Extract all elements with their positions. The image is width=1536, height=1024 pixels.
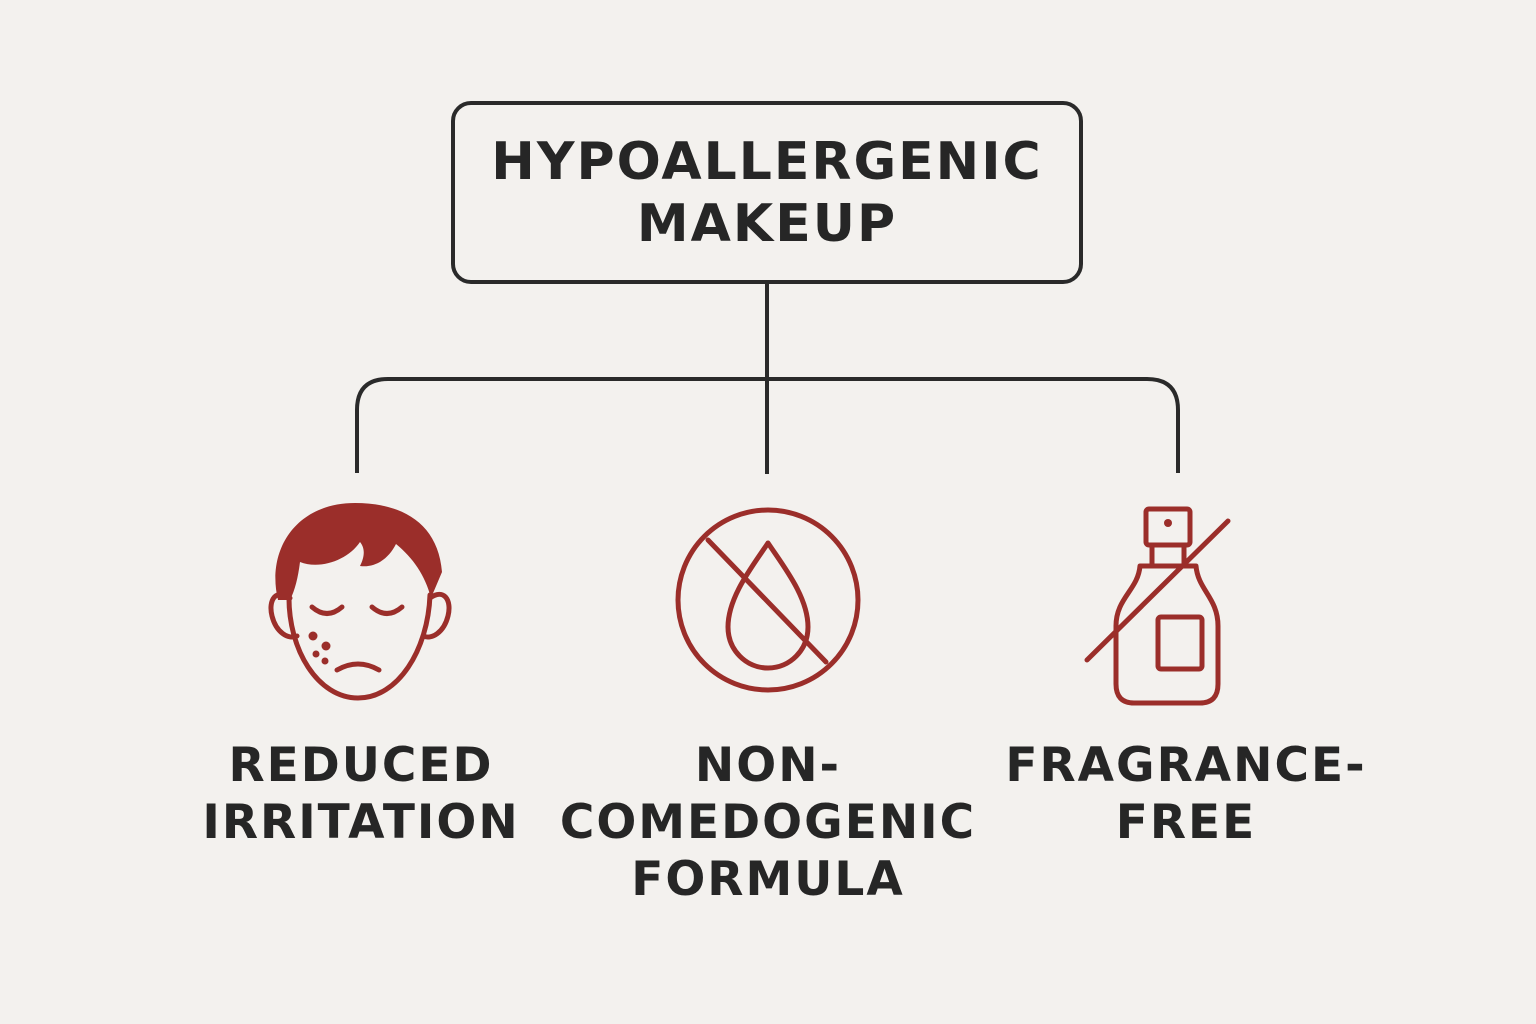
root-title-line-1: HYPOALLERGENIC xyxy=(491,131,1043,192)
label-line: REDUCED xyxy=(228,738,494,793)
root-title-line-2: MAKEUP xyxy=(636,193,898,254)
branch-connector xyxy=(355,377,1180,473)
label-line: IRRITATION xyxy=(202,795,520,850)
label-line: COMEDOGENIC xyxy=(559,795,977,850)
benefit-label-non-comedogenic: NON- COMEDOGENIC FORMULA xyxy=(518,737,1018,908)
benefit-label-fragrance-free: FRAGRANCE- FREE xyxy=(986,737,1386,851)
no-fragrance-bottle-icon xyxy=(1084,506,1231,706)
label-line: FREE xyxy=(1115,795,1257,850)
label-line: NON- xyxy=(694,738,842,793)
label-line: FORMULA xyxy=(631,852,905,907)
root-node: HYPOALLERGENIC MAKEUP xyxy=(451,101,1083,284)
benefit-label-reduced-irritation: REDUCED IRRITATION xyxy=(161,737,561,851)
irritated-face-icon xyxy=(268,503,452,701)
no-oil-drop-icon xyxy=(675,507,861,693)
label-line: FRAGRANCE- xyxy=(1005,738,1367,793)
